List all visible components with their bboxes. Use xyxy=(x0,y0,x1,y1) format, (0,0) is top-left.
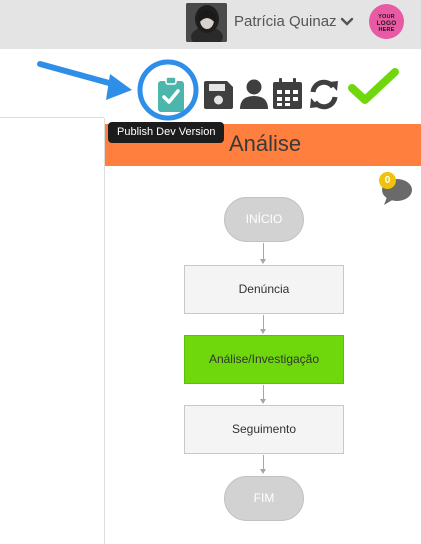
flow-connector xyxy=(263,243,264,259)
panel-title: Análise xyxy=(229,131,302,156)
flow-end-node[interactable]: FIM xyxy=(224,476,304,521)
avatar-photo xyxy=(186,3,227,42)
publish-tooltip: Publish Dev Version xyxy=(108,122,225,143)
user-name[interactable]: Patrícia Quinaz xyxy=(234,13,337,30)
comment-count-badge[interactable]: 0 xyxy=(379,172,396,189)
user-icon[interactable] xyxy=(240,79,268,109)
checkmark-icon[interactable] xyxy=(348,67,399,106)
flow-connector xyxy=(263,315,264,329)
flow-arrowhead xyxy=(260,399,266,404)
sidebar-divider xyxy=(104,118,105,544)
flow-connector xyxy=(263,455,264,469)
flow-start-node[interactable]: INÍCIO xyxy=(224,197,304,242)
flow-connector xyxy=(263,385,264,399)
flow-step-denuncia[interactable]: Denúncia xyxy=(184,265,344,314)
flow-arrowhead xyxy=(260,469,266,474)
logo-text-line: LOGO xyxy=(376,20,397,27)
toolbar-divider xyxy=(0,117,104,118)
calendar-icon[interactable] xyxy=(273,78,302,109)
refresh-icon[interactable] xyxy=(308,79,340,110)
flow-step-seguimento[interactable]: Seguimento xyxy=(184,405,344,454)
flow-arrowhead xyxy=(260,329,266,334)
logo-text-line: HERE xyxy=(378,27,395,33)
company-logo: YOUR LOGO HERE xyxy=(369,4,404,39)
logo-text-line: YOUR xyxy=(378,14,395,20)
flow-step-analise-investigacao[interactable]: Análise/Investigação xyxy=(184,335,344,384)
user-avatar[interactable] xyxy=(186,3,227,42)
top-header-bar: Patrícia Quinaz YOUR LOGO HERE xyxy=(0,0,421,49)
chevron-down-icon[interactable] xyxy=(340,16,354,28)
floppy-disk-icon[interactable] xyxy=(204,81,233,109)
flow-arrowhead xyxy=(260,259,266,264)
